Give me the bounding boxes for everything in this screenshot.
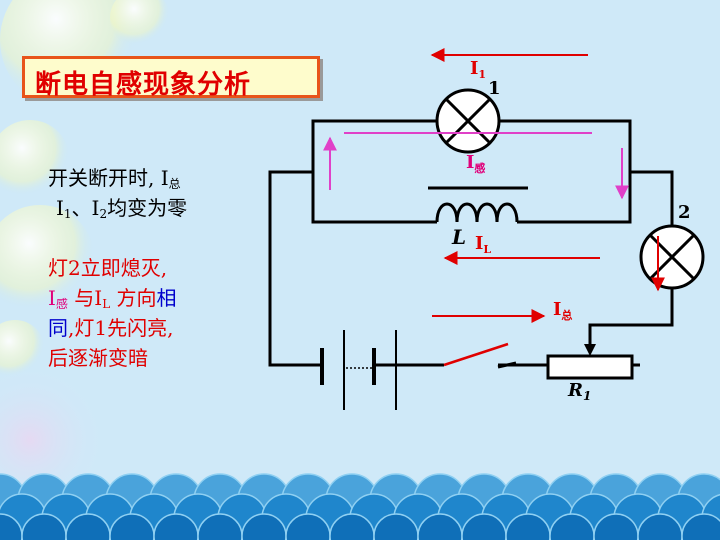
- wire-outer-left: [268, 170, 322, 367]
- explanation-line-6: 后逐渐变暗: [48, 346, 148, 370]
- rheostat-r1: [546, 325, 634, 380]
- wire-inner-left: [311, 119, 437, 224]
- wire-to-lamp2: [630, 170, 674, 226]
- explanation-line-4: I感 与IL 方向相: [48, 286, 177, 311]
- explanation-line-1: 开关断开时, I总: [48, 166, 181, 191]
- resistor-label: R1: [567, 380, 591, 403]
- battery: [320, 330, 397, 410]
- label-il: IL: [475, 233, 491, 256]
- explanation-black: 开关断开时, I总 I1、I2均变为零: [48, 163, 187, 223]
- wire-lamp2-to-rheostat: [588, 288, 674, 352]
- label-i1: I1: [470, 58, 486, 81]
- slide-title: 断电自感现象分析: [35, 70, 252, 100]
- title-box: 断电自感现象分析: [22, 56, 320, 100]
- explanation-line-3: 灯2立即熄灭,: [48, 256, 168, 280]
- switch-open: [443, 342, 517, 369]
- lamp-1-number: 1: [488, 78, 501, 99]
- explanation-red: 灯2立即熄灭, I感 与IL 方向相 同,灯1先闪亮, 后逐渐变暗: [48, 253, 177, 373]
- lamp-2: [639, 224, 705, 290]
- wire-inner-right: [500, 119, 632, 224]
- label-igan: I感: [466, 152, 485, 175]
- label-izong: I总: [553, 299, 572, 322]
- lamp-2-number: 2: [678, 202, 691, 223]
- inductor: [428, 186, 528, 223]
- current-arrows: [323, 48, 665, 323]
- explanation-line-5: 同,灯1先闪亮,: [48, 316, 174, 340]
- decor-wave-band: [0, 473, 720, 540]
- inductor-label: L: [451, 225, 466, 249]
- lamp-1: [435, 88, 501, 154]
- wave-scallop: [681, 513, 720, 540]
- explanation-line-2: I1、I2均变为零: [56, 196, 188, 221]
